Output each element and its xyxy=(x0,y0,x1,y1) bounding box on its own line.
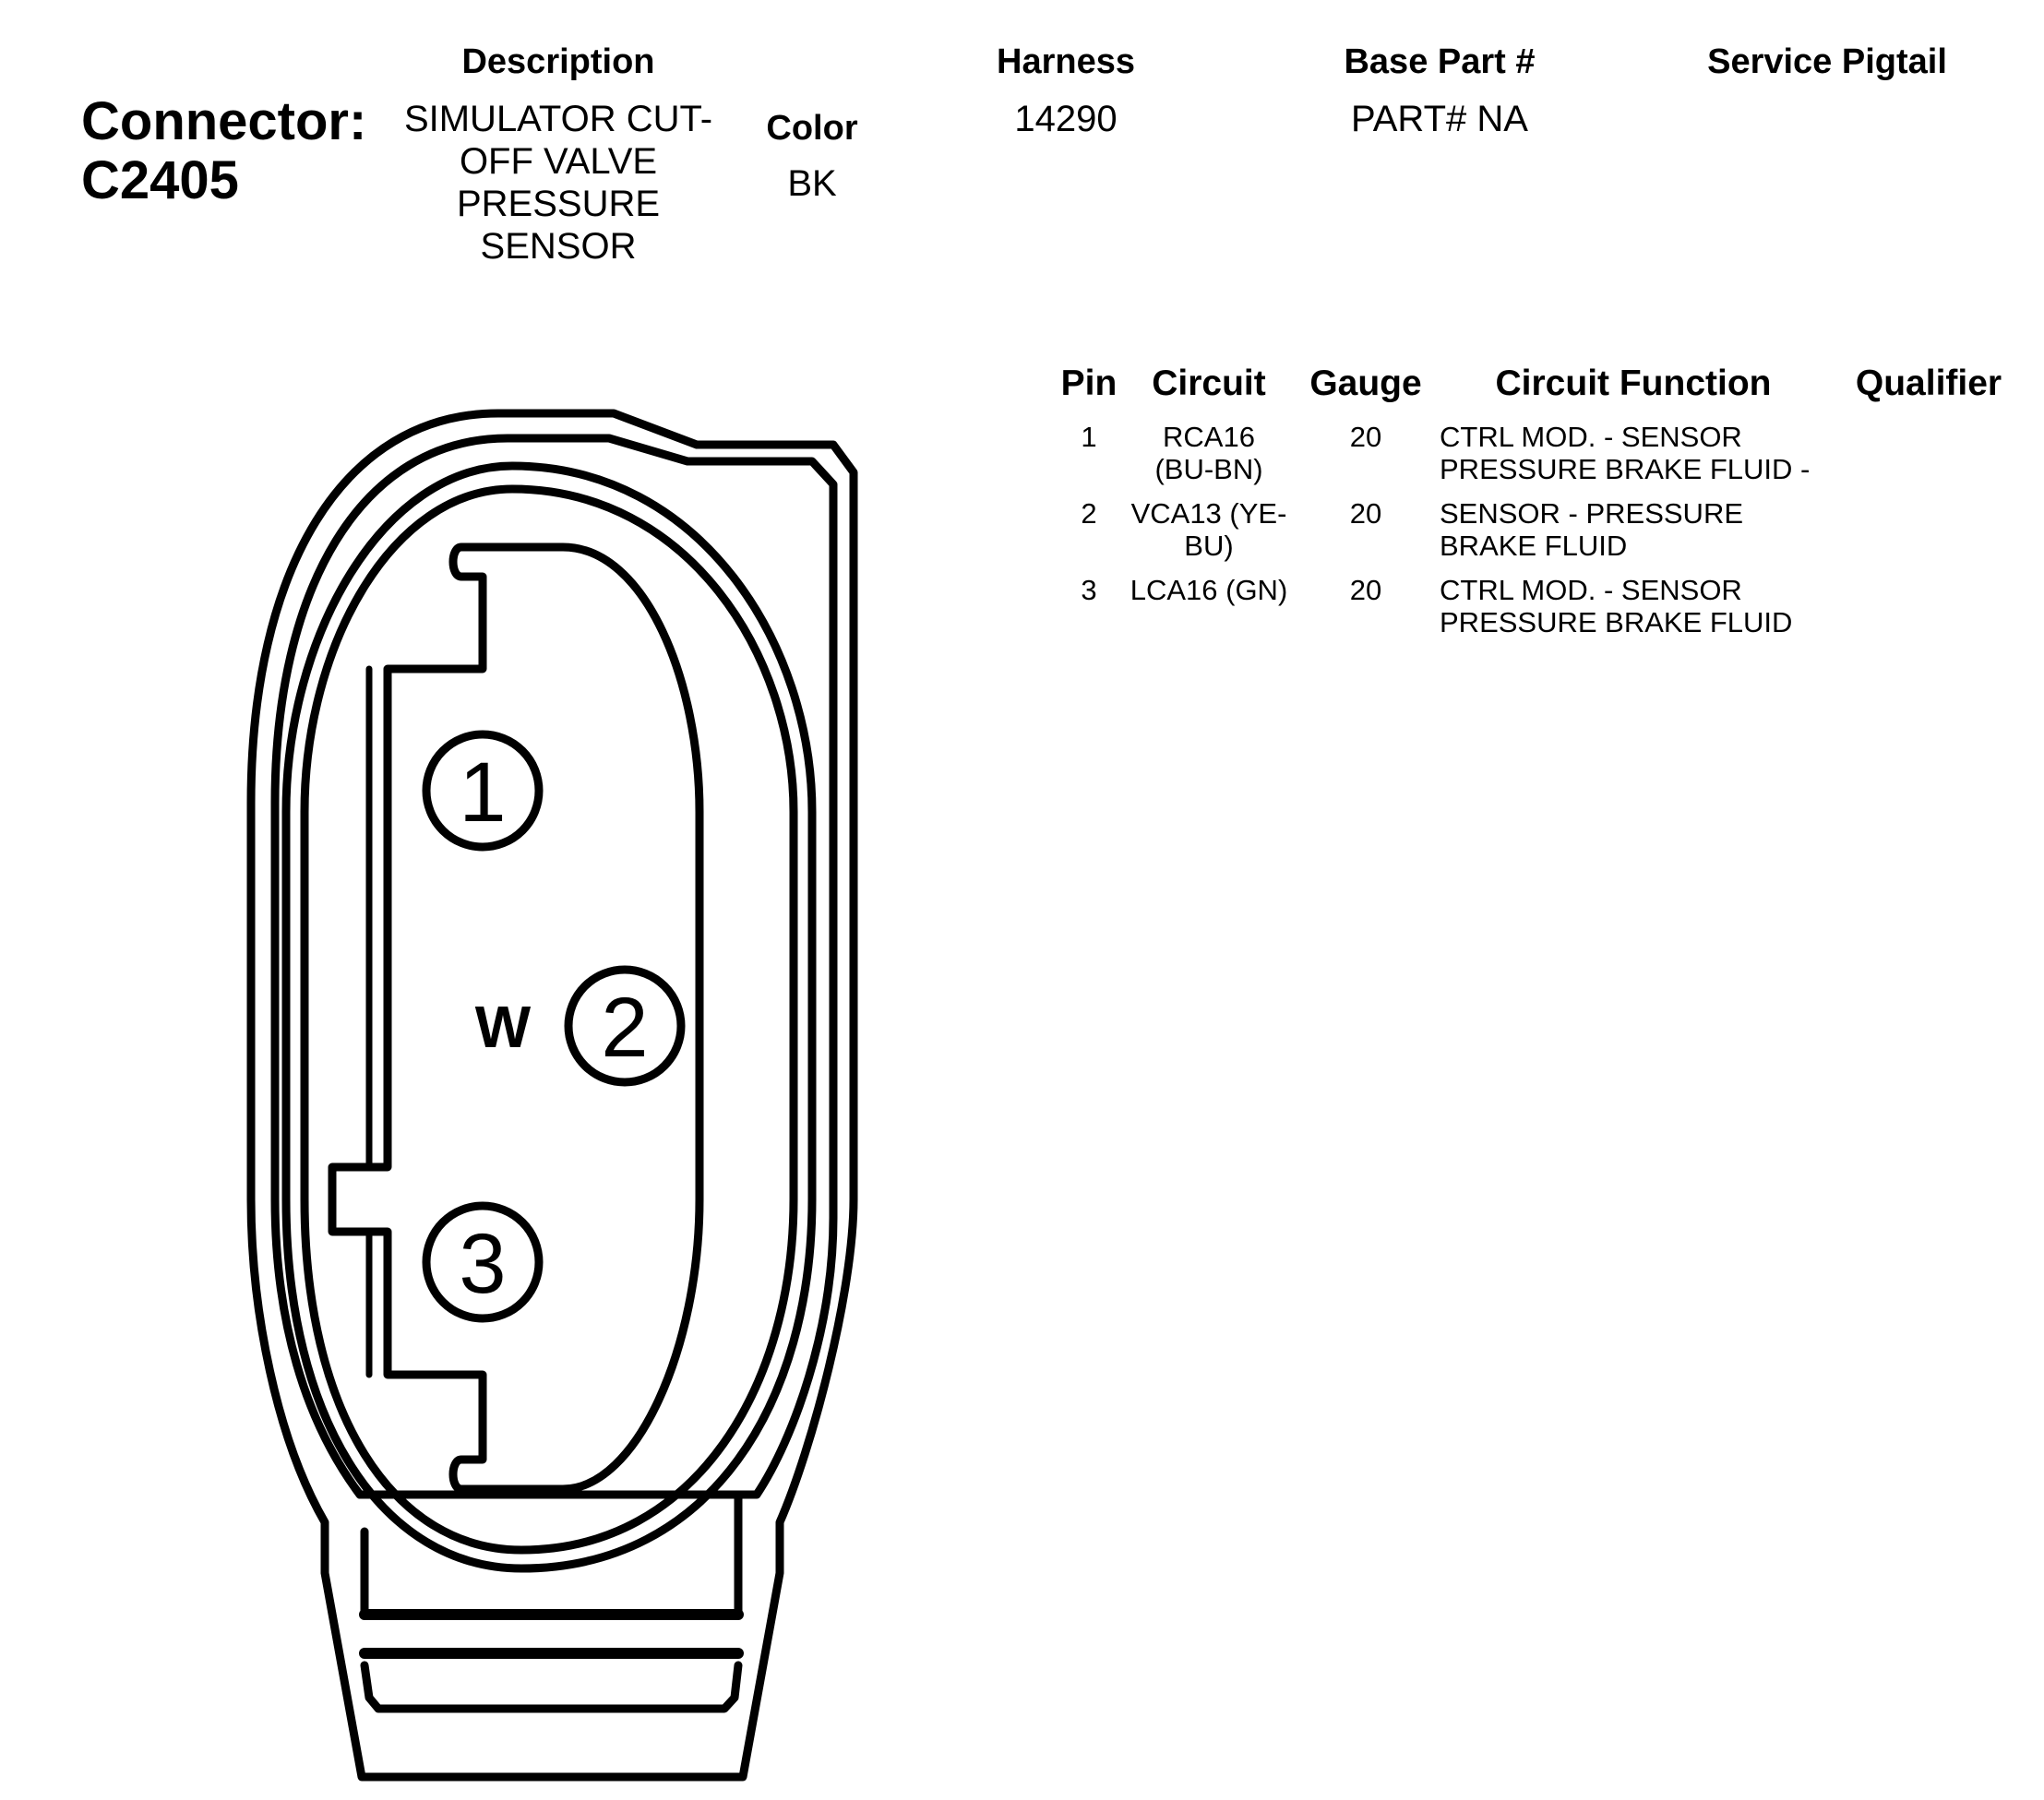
connector-seal-outer xyxy=(281,461,817,1573)
col-header-pin: Pin xyxy=(1060,364,1118,403)
cell-function: SENSOR - PRESSURE BRAKE FLUID xyxy=(1440,497,1744,562)
color-value: BK xyxy=(787,163,837,204)
col-header-circuit-function: Circuit Function xyxy=(1495,364,1772,403)
cell-circuit: RCA16 (BU-BN) xyxy=(1154,421,1263,485)
pin-1-circle xyxy=(422,730,544,852)
pin-3-label: 3 xyxy=(459,1217,506,1311)
cell-gauge: 20 xyxy=(1349,497,1382,530)
cell-pin: 2 xyxy=(1081,497,1097,530)
base-part-value: PART# NA xyxy=(1351,99,1528,139)
harness-header: Harness xyxy=(997,42,1135,81)
cell-circuit: LCA16 (GN) xyxy=(1130,574,1288,606)
base-part-header: Base Part # xyxy=(1344,42,1536,81)
description-header: Description xyxy=(461,42,655,81)
col-header-qualifier: Qualifier xyxy=(1855,364,2002,403)
terminal-cavity-outline xyxy=(328,542,704,1494)
service-pigtail-header: Service Pigtail xyxy=(1707,42,1947,81)
connector-outer-housing xyxy=(246,409,858,1782)
cell-gauge: 20 xyxy=(1349,574,1382,606)
pin-1-label: 1 xyxy=(459,745,506,840)
keying-mark: W xyxy=(475,994,532,1060)
pin-2-circle xyxy=(564,965,686,1087)
cell-gauge: 20 xyxy=(1349,421,1382,453)
cell-pin: 3 xyxy=(1081,574,1097,606)
color-header: Color xyxy=(766,109,858,148)
connector-seal-inner xyxy=(300,484,798,1555)
connector-label: Connector: xyxy=(81,91,367,151)
cell-pin: 1 xyxy=(1081,421,1097,453)
pin-3-circle xyxy=(422,1201,544,1323)
cell-function: CTRL MOD. - SENSOR PRESSURE BRAKE FLUID xyxy=(1440,574,1793,638)
connector-id: C2405 xyxy=(81,150,239,210)
col-header-gauge: Gauge xyxy=(1309,364,1422,403)
col-header-circuit: Circuit xyxy=(1152,364,1266,403)
connector-housing-rim xyxy=(270,434,838,1499)
harness-value: 14290 xyxy=(1014,99,1118,139)
cell-circuit: VCA13 (YE-BU) xyxy=(1130,497,1287,562)
description-value: SIMULATOR CUT-OFF VALVE PRESSURE SENSOR xyxy=(403,99,713,267)
pin-2-label: 2 xyxy=(601,981,648,1075)
cell-function: CTRL MOD. - SENSOR PRESSURE BRAKE FLUID … xyxy=(1440,421,1811,485)
